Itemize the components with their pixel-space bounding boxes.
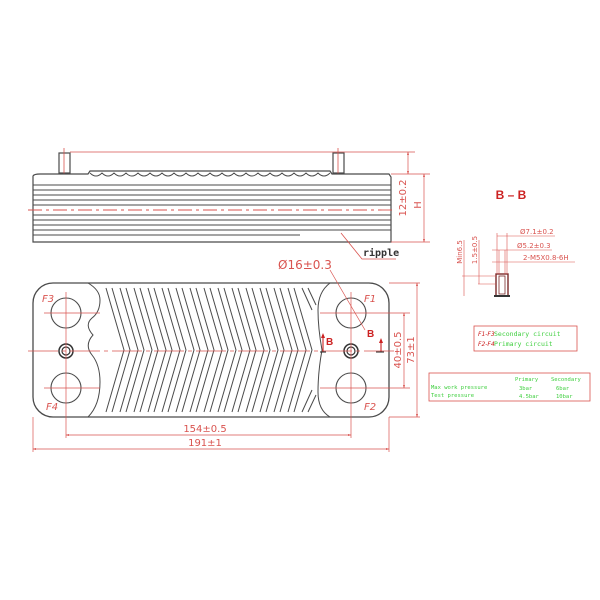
nozzle-right xyxy=(332,152,345,174)
side-view: 12±0.2 H ripple xyxy=(28,148,430,260)
row-test-primary: 4.5bar xyxy=(519,394,540,400)
plate-view: F3 F4 F1 F2 Ø16±0.3 B B 40±0.5 73±1 154±… xyxy=(28,258,420,452)
port-label-F4: F4 xyxy=(46,402,58,413)
primary-marker: F2-F4 xyxy=(478,341,495,348)
secondary-label: Secondary circuit xyxy=(494,330,561,338)
ripple-label: ripple xyxy=(363,247,399,259)
dim-inner-diameter: Ø5.2±0.3 xyxy=(517,242,551,250)
header-secondary: Secondary xyxy=(551,377,581,383)
section-marker-right: B xyxy=(367,329,374,340)
dim-port-pitch-vertical: 40±0.5 xyxy=(393,331,404,368)
port-label-F1: F1 xyxy=(364,294,376,305)
header-primary: Primary xyxy=(515,377,539,383)
dim-plate-length: 191±1 xyxy=(188,438,222,449)
dim-height-H: H xyxy=(413,201,424,209)
dim-port-pitch-horizontal: 154±0.5 xyxy=(183,424,226,435)
port-diameter-label: Ø16±0.3 xyxy=(278,258,332,272)
secondary-marker: F1-F3 xyxy=(478,331,495,338)
row-max-work-primary: 3bar xyxy=(519,386,533,392)
pressure-table: Primary Secondary Max work pressure 3bar… xyxy=(428,372,591,402)
port-label-F2: F2 xyxy=(364,402,376,413)
section-title: B – B xyxy=(496,188,527,202)
dim-plate-height: 73±1 xyxy=(406,336,417,363)
dim-min: Min6.5 xyxy=(456,240,464,264)
row-test-secondary: 10bar xyxy=(556,394,573,400)
nozzle-left xyxy=(58,152,71,174)
dim-depth: 1.5±0.5 xyxy=(471,236,479,264)
dim-thread: 2-M5X0.8-6H xyxy=(523,254,569,262)
section-marker-left: B xyxy=(326,337,333,348)
chevron-pattern xyxy=(105,287,317,413)
primary-label: Primary circuit xyxy=(494,340,553,348)
row-max-work-label: Max work pressure xyxy=(431,385,487,391)
port-label-F3: F3 xyxy=(42,294,54,305)
dim-height-small: 12±0.2 xyxy=(398,179,409,216)
row-max-work-secondary: 6bar xyxy=(556,386,570,392)
section-view: B – B Ø7.1±0.2 Ø5.2±0.3 2-M5X0.8-6H Min6… xyxy=(456,188,575,297)
circuit-legend: F1-F3 Secondary circuit F2-F4 Primary ci… xyxy=(473,325,578,352)
row-test-label: Test pressure xyxy=(431,393,474,399)
dim-outer-diameter: Ø7.1±0.2 xyxy=(520,228,554,236)
